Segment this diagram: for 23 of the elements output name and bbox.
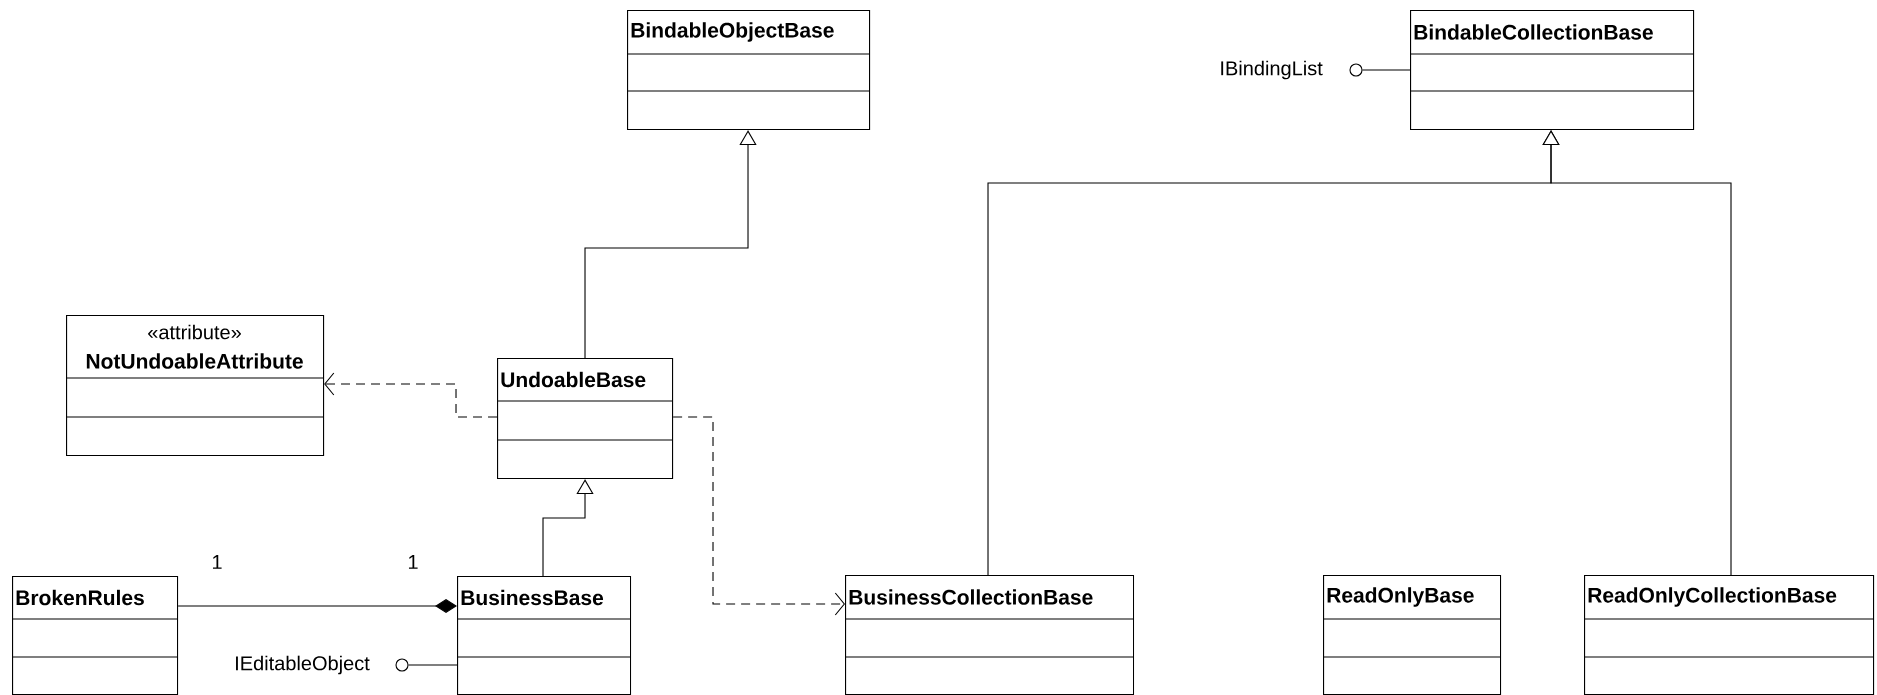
class-box: UndoableBase [496,358,674,480]
multiplicity-label: 1 [408,555,418,569]
interface-lollipop: IBindingList [1221,60,1363,80]
interface-lollipop: IEditableObject [236,655,409,675]
interface-connector [408,664,458,666]
class-box: BusinessCollectionBase [844,575,1135,695]
class-box: BindableObjectBase [626,10,871,131]
node-label: IEditableObject [236,655,370,675]
generalization-arrow [1542,130,1732,576]
class-box: «attribute» NotUndoableAttribute [65,315,325,457]
generalization-arrow [584,130,757,359]
dependency-arrow [672,416,845,616]
class-box: ReadOnlyCollectionBase [1583,575,1875,695]
interface-connector [1362,69,1411,71]
class-box: ReadOnlyBase [1322,575,1502,695]
dependency-arrow [324,372,498,418]
class-box: BrokenRules [11,576,179,695]
node-label: IBindingList [1221,60,1323,80]
class-box: BusinessBase [456,576,632,695]
composition-line [177,599,457,613]
generalization-arrow [542,479,594,577]
multiplicity-label: 1 [212,555,222,569]
class-box: BindableCollectionBase [1409,10,1695,131]
